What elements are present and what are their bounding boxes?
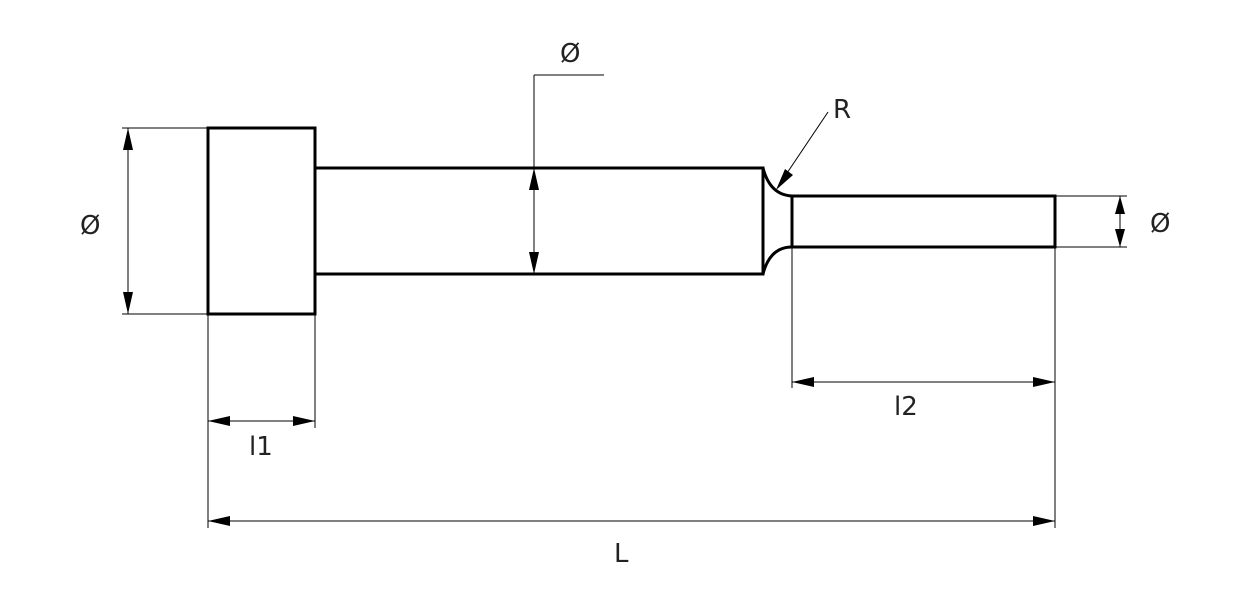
tip-length-dimension xyxy=(792,377,1055,387)
arrowhead xyxy=(529,168,539,190)
arrowhead xyxy=(123,128,133,150)
total-length-dimension xyxy=(208,516,1055,526)
tip-diameter-label: Ø xyxy=(1150,209,1170,239)
shank-diameter-label: Ø xyxy=(560,39,580,69)
total-length-label: L xyxy=(614,539,629,569)
head-length-dimension xyxy=(208,416,315,426)
radius-label: R xyxy=(833,95,851,125)
extension-lines xyxy=(207,247,1056,528)
arrowhead xyxy=(1033,516,1055,526)
arrowhead xyxy=(208,516,230,526)
arrowhead xyxy=(529,252,539,274)
arrowhead xyxy=(123,292,133,314)
shank-body xyxy=(313,166,765,276)
arrowhead xyxy=(1115,196,1125,214)
radius-leader xyxy=(776,111,829,190)
shank-diameter-dimension xyxy=(529,74,604,274)
arrowhead xyxy=(792,377,814,387)
arrowhead xyxy=(1115,229,1125,247)
tip-diameter-dimension xyxy=(1055,195,1127,248)
arrowhead xyxy=(776,169,793,190)
tip-pin xyxy=(790,194,1057,249)
head-block xyxy=(206,126,317,316)
head-diameter-label: Ø xyxy=(80,211,100,241)
tip-length-label: l2 xyxy=(894,392,918,422)
part-outline xyxy=(206,126,1057,316)
arrowhead xyxy=(1033,377,1055,387)
head-diameter-dimension xyxy=(122,127,208,315)
fillet-radius xyxy=(761,167,793,275)
arrowhead xyxy=(208,416,230,426)
arrowhead xyxy=(293,416,315,426)
head-length-label: l1 xyxy=(249,432,273,462)
